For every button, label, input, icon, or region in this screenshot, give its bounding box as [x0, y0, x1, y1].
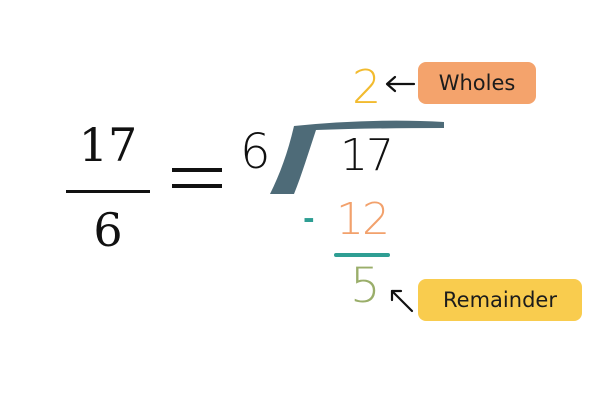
minus-sign: -: [303, 202, 315, 235]
wholes-label: Wholes: [418, 62, 536, 104]
remainder: 5: [350, 258, 381, 314]
division-bracket: [270, 120, 444, 194]
fraction-bar: [66, 190, 150, 193]
quotient: 2: [352, 60, 382, 114]
subtraction-line: [334, 253, 390, 257]
subtrahend: 12: [336, 194, 390, 245]
fraction-numerator: 17: [78, 118, 138, 172]
fraction-denominator: 6: [93, 203, 123, 257]
arrow-up-left-icon: [390, 289, 414, 313]
remainder-label: Remainder: [418, 279, 582, 321]
divisor: 6: [240, 124, 271, 180]
arrow-left-icon: [385, 75, 416, 93]
dividend: 17: [340, 130, 394, 181]
equals-sign: [172, 168, 222, 188]
